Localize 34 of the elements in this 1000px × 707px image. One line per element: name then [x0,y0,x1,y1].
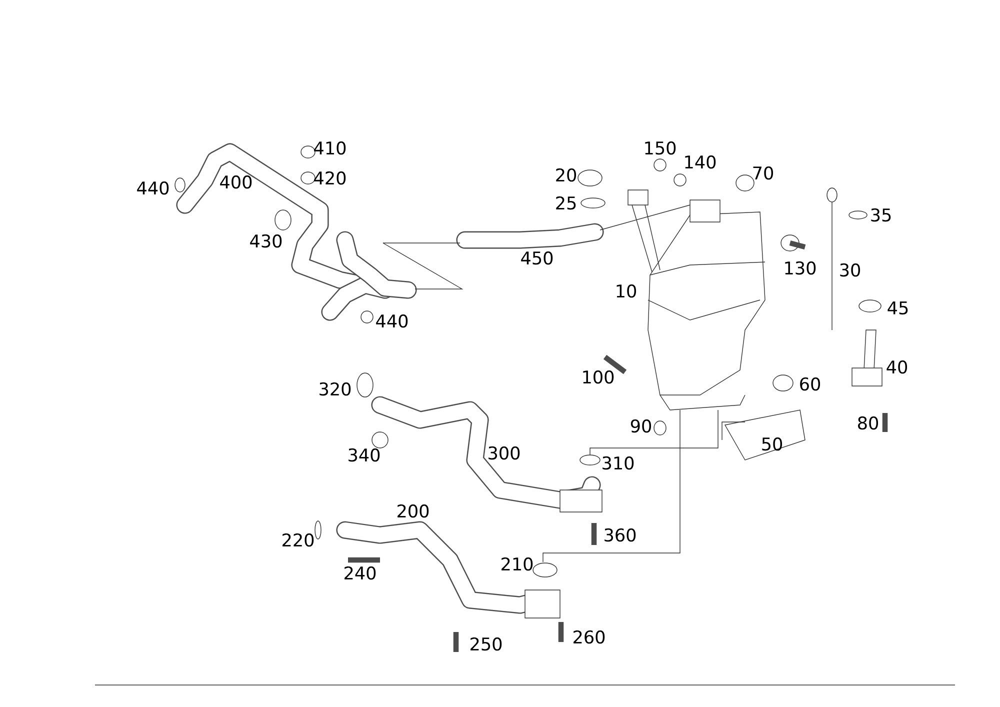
callout-number: 25 [556,196,576,210]
callout-number: 320 [320,382,351,396]
callout-number: 430 [250,234,282,248]
callout-number: 200 [398,504,429,518]
callout-number: 210 [502,557,533,571]
callout-number: 30 [840,263,860,277]
callout-number: 240 [344,566,376,580]
callout-number: 250 [470,637,502,651]
callout-number: 150 [645,141,676,155]
callout-number: 420 [314,171,346,185]
callout-number: 360 [604,528,636,542]
callout-number: 300 [488,446,520,460]
callout-number: 260 [574,630,605,644]
callout-number: 50 [762,437,782,451]
callout-number: 10 [616,284,636,298]
callout-number: 400 [220,175,252,189]
callout-number: 220 [282,533,314,547]
callout-number: 440 [376,314,408,328]
callout-number: 90 [630,419,652,433]
callout-number: 450 [521,251,553,265]
callout-number: 60 [800,377,820,391]
callout-number: 440 [137,181,169,195]
callout-number: 410 [314,141,346,155]
callout-number: 100 [583,370,614,384]
callout-number: 310 [602,456,634,470]
callout-number: 35 [871,208,891,222]
callout-number: 140 [685,155,716,169]
callout-number: 340 [348,448,380,462]
callout-number: 130 [785,261,816,275]
callout-number: 70 [753,166,774,180]
callout-number: 45 [888,301,908,315]
callout-number: 40 [886,360,908,374]
callout-number: 80 [858,416,878,430]
callout-number: 20 [556,168,576,182]
